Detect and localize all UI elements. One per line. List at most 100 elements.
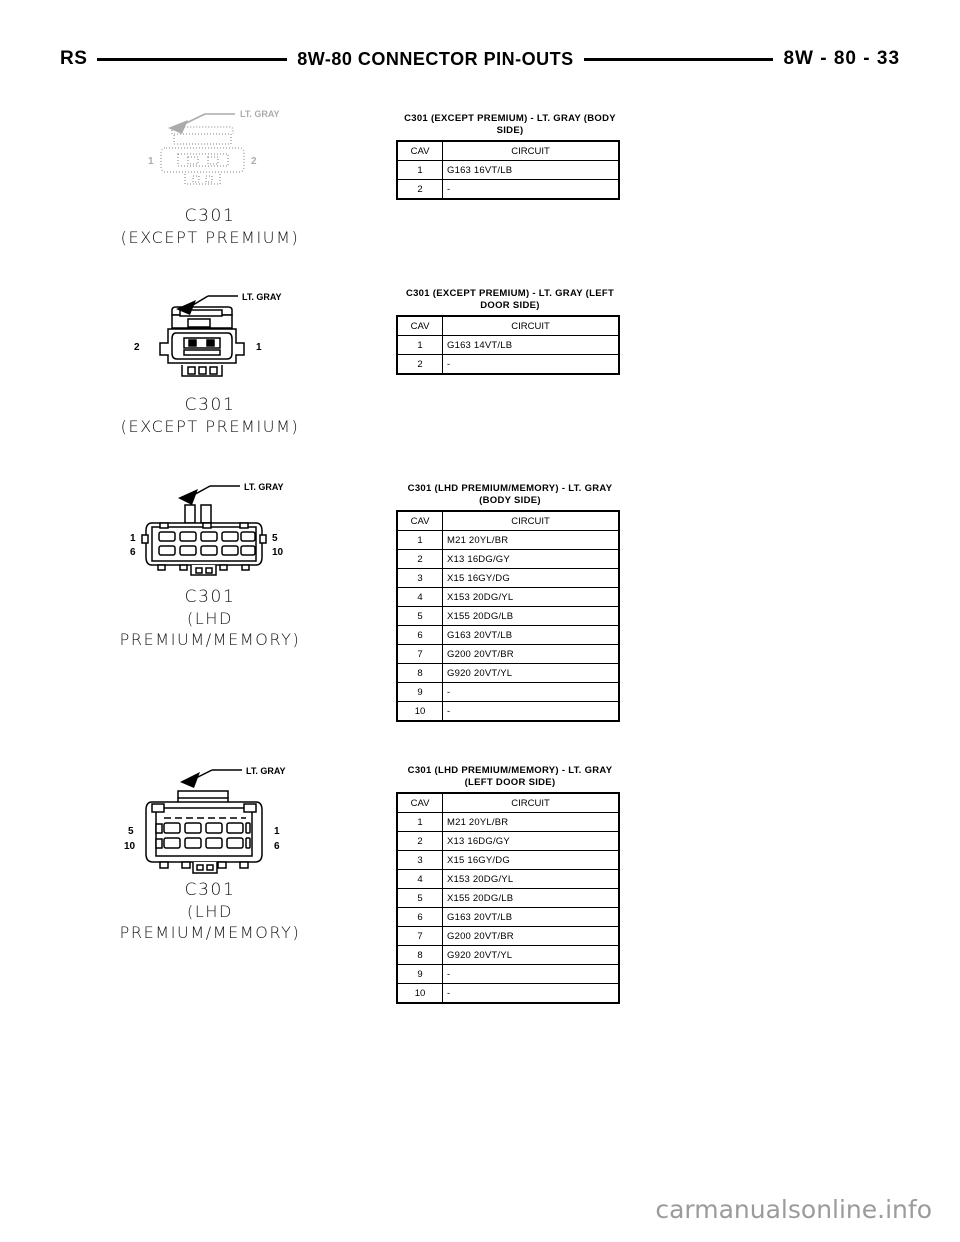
title-line-2: SIDE) xyxy=(496,125,524,136)
lt-gray-callout-text: LT. GRAY xyxy=(246,766,286,776)
callout-arrow xyxy=(178,489,198,505)
caption-variant: (EXCEPT PREMIUM) xyxy=(120,417,300,436)
connector-artwork: LT. GRAY 1 2 xyxy=(40,104,380,204)
cell-circuit: X155 20DG/LB xyxy=(442,888,620,908)
pin-label-right-2: 6 xyxy=(274,841,280,852)
table-row: 9- xyxy=(396,964,620,984)
table-header-row: CAV CIRCUIT xyxy=(396,316,620,336)
cell-cav: 1 xyxy=(396,530,443,550)
pin-label-left-2: 10 xyxy=(124,841,136,852)
column-header-cav: CAV xyxy=(396,141,443,161)
table-header-row: CAV CIRCUIT xyxy=(396,141,620,161)
cell-cav: 10 xyxy=(396,701,443,722)
column-header-circuit: CIRCUIT xyxy=(442,511,620,531)
table-row: 1 G163 16VT/LB xyxy=(396,160,620,180)
cell-cav: 2 xyxy=(396,549,443,569)
connector-diagram-c301-except-premium: LT. GRAY 2 1 C301 (EXCEPT PREMIUM) xyxy=(40,283,380,437)
cell-cav: 7 xyxy=(396,644,443,664)
caption-variant: (EXCEPT PREMIUM) xyxy=(120,228,300,247)
cell-cav: 5 xyxy=(396,606,443,626)
site-watermark: carmanualsonline.info xyxy=(655,1195,932,1224)
cell-circuit: M21 20YL/BR xyxy=(442,812,620,832)
column-header-circuit: CIRCUIT xyxy=(442,793,620,813)
connector-artwork: LT. GRAY 5 10 1 6 xyxy=(40,758,380,878)
cell-circuit: X153 20DG/YL xyxy=(442,869,620,889)
caption-variant-line1: (LHD xyxy=(187,609,233,628)
cell-circuit: - xyxy=(442,964,620,984)
connector-2pin-svg: LT. GRAY 1 2 xyxy=(148,109,280,185)
diagram-caption: C301 (EXCEPT PREMIUM) xyxy=(40,206,380,248)
header-left-code: RS xyxy=(60,48,88,69)
callout-arrow xyxy=(176,300,196,315)
title-line-1: C301 (EXCEPT PREMIUM) - LT. GRAY (BODY xyxy=(404,113,616,124)
cell-circuit: G200 20VT/BR xyxy=(442,926,620,946)
callout-arrow xyxy=(168,120,188,134)
table-header-row: CAV CIRCUIT xyxy=(396,793,620,813)
cell-cav: 2 xyxy=(396,179,443,200)
page-header: RS 8W-80 CONNECTOR PIN-OUTS 8W - 80 - 33 xyxy=(60,44,900,74)
pinout-table-title: C301 (LHD PREMIUM/MEMORY) - LT. GRAY (LE… xyxy=(396,765,624,789)
cell-circuit: X153 20DG/YL xyxy=(442,587,620,607)
pin-label-right-1: 5 xyxy=(272,533,278,544)
caption-variant-line1: (LHD xyxy=(187,902,233,921)
column-header-cav: CAV xyxy=(396,511,443,531)
caption-connector-id: C301 xyxy=(184,880,236,900)
cell-circuit: - xyxy=(442,354,620,375)
cell-cav: 9 xyxy=(396,964,443,984)
connector-diagram-c301-lhd-premium-memory-door: LT. GRAY 5 10 1 6 C301 (LHD PREMIUM/MEMO… xyxy=(40,758,380,943)
cell-circuit: G920 20VT/YL xyxy=(442,663,620,683)
pin-label-right-1: 1 xyxy=(256,342,262,353)
pin-label-right-1: 2 xyxy=(251,156,257,167)
title-line-2: (LEFT DOOR SIDE) xyxy=(464,777,556,788)
column-header-cav: CAV xyxy=(396,316,443,336)
cell-cav: 6 xyxy=(396,907,443,927)
cell-cav: 2 xyxy=(396,831,443,851)
cell-circuit: G200 20VT/BR xyxy=(442,644,620,664)
pin-label-left-2: 6 xyxy=(130,547,136,558)
cell-cav: 7 xyxy=(396,926,443,946)
pinout-table-block-3: C301 (LHD PREMIUM/MEMORY) - LT. GRAY (BO… xyxy=(396,483,624,722)
caption-connector-id: C301 xyxy=(184,206,236,226)
table-row: 10- xyxy=(396,701,620,722)
lt-gray-callout-text: LT. GRAY xyxy=(242,292,282,302)
table-row: 2 - xyxy=(396,354,620,375)
cell-circuit: - xyxy=(442,701,620,722)
title-line-2: DOOR SIDE) xyxy=(480,300,540,311)
cell-cav: 1 xyxy=(396,812,443,832)
cell-circuit: X13 16DG/GY xyxy=(442,549,620,569)
cell-cav: 8 xyxy=(396,663,443,683)
title-line-1: C301 (LHD PREMIUM/MEMORY) - LT. GRAY xyxy=(407,765,613,776)
cell-cav: 4 xyxy=(396,869,443,889)
pin-label-right-2: 10 xyxy=(272,547,284,558)
diagram-caption: C301 (EXCEPT PREMIUM) xyxy=(40,395,380,437)
caption-variant-line2: PREMIUM/MEMORY) xyxy=(119,923,301,942)
table-row: 1 G163 14VT/LB xyxy=(396,335,620,355)
cell-cav: 3 xyxy=(396,568,443,588)
pinout-table-block-1: C301 (EXCEPT PREMIUM) - LT. GRAY (BODY S… xyxy=(396,113,624,200)
cell-cav: 9 xyxy=(396,682,443,702)
pin-label-left-1: 1 xyxy=(148,156,154,167)
pinout-table: CAV CIRCUIT 1 G163 16VT/LB 2 - xyxy=(396,140,620,200)
cell-cav: 3 xyxy=(396,850,443,870)
cell-circuit: G163 20VT/LB xyxy=(442,625,620,645)
page-title: 8W-80 CONNECTOR PIN-OUTS xyxy=(297,48,574,69)
table-row: 9- xyxy=(396,682,620,702)
cell-cav: 1 xyxy=(396,335,443,355)
connector-diagram-c301-lhd-premium-memory-body: LT. GRAY 1 6 5 10 C301 (LHD PREMIUM/MEMO… xyxy=(40,473,380,650)
caption-connector-id: C301 xyxy=(184,587,236,607)
connector-10pin-svg: LT. GRAY 5 10 1 6 xyxy=(124,766,286,874)
cell-circuit: - xyxy=(442,682,620,702)
column-header-cav: CAV xyxy=(396,793,443,813)
pinout-table-block-4: C301 (LHD PREMIUM/MEMORY) - LT. GRAY (LE… xyxy=(396,765,624,1004)
